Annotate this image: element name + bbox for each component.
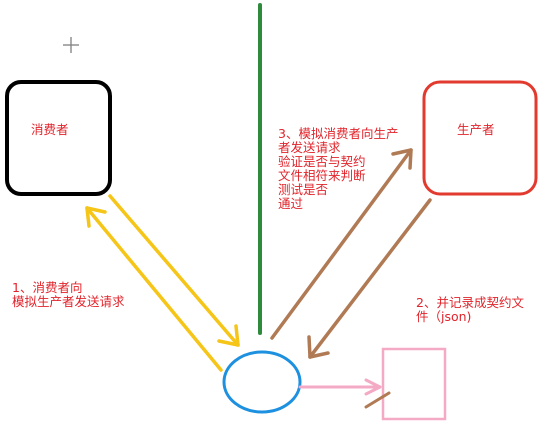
stray-stroke bbox=[364, 391, 391, 409]
step2-arrow bbox=[298, 378, 382, 396]
producer-box bbox=[422, 80, 538, 196]
contract-file-box bbox=[381, 347, 447, 421]
consumer-box bbox=[5, 80, 112, 196]
step2-label: 2、并记录成契约文 件（json) bbox=[416, 295, 524, 324]
crosshair-cursor-icon bbox=[63, 37, 79, 53]
consumer-label: 消费者 bbox=[31, 122, 69, 137]
producer-label: 生产者 bbox=[457, 122, 495, 137]
step1-label: 1、消费者向 模拟生产者发送请求 bbox=[12, 280, 125, 309]
step3-label: 3、模拟消费者向生产 者发送请求 验证是否与契约 文件相符来判断 测试是否 通过 bbox=[278, 126, 399, 211]
step3-arrows bbox=[270, 148, 432, 359]
mock-server-ellipse bbox=[222, 350, 302, 414]
step1-arrows bbox=[85, 194, 240, 372]
